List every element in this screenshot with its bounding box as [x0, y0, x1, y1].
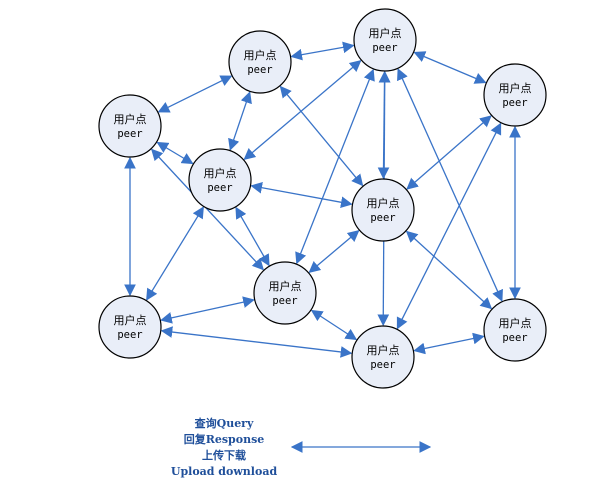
peer-node-10: 用户点 peer: [483, 298, 547, 362]
peer-node-circle: [353, 8, 417, 72]
edge-n4-n7: [235, 206, 270, 267]
edge-n6-n7: [308, 229, 360, 274]
peer-node-label: 用户点: [269, 279, 302, 293]
edge-n6-n10: [405, 230, 493, 310]
nodes-layer: 用户点 peer 用户点 peer 用户点 peer 用户点 peer 用户点 peer 用户点 pe…: [98, 8, 547, 389]
edges-layer: [124, 41, 521, 358]
edge-n2-n6: [279, 85, 364, 187]
peer-node-circle: [98, 94, 162, 158]
edge-n3-n7: [295, 68, 375, 265]
peer-node-label: 用户点: [499, 81, 532, 95]
edge-n9-n10: [413, 332, 485, 355]
peer-node-label: 用户点: [499, 316, 532, 330]
peer-node-9: 用户点 peer: [351, 325, 415, 389]
peer-node-label: 用户点: [204, 166, 237, 180]
peer-node-circle: [351, 325, 415, 389]
peer-node-1: 用户点 peer: [98, 94, 162, 158]
peer-node-circle: [351, 178, 415, 242]
peer-node-8: 用户点 peer: [98, 295, 162, 359]
peer-node-label: 用户点: [114, 313, 147, 327]
peer-node-circle: [188, 148, 252, 212]
edge-n2-n3: [290, 41, 355, 61]
peer-node-sublabel: peer: [272, 295, 297, 307]
edge-n5-n9: [396, 122, 502, 330]
peer-node-label: 用户点: [367, 343, 400, 357]
peer-node-circle: [483, 63, 547, 127]
legend-line-response: 回复Response: [184, 432, 265, 446]
peer-node-sublabel: peer: [207, 182, 232, 194]
edge-n5-n6: [406, 115, 492, 190]
peer-node-2: 用户点 peer: [228, 30, 292, 94]
peer-node-label: 用户点: [367, 196, 400, 210]
edge-n4-n6: [250, 181, 353, 209]
edge-n2-n1: [157, 75, 233, 113]
peer-node-3: 用户点 peer: [353, 8, 417, 72]
peer-node-label: 用户点: [114, 112, 147, 126]
edge-n2-n4: [228, 91, 252, 151]
peer-node-circle: [228, 30, 292, 94]
peer-node-4: 用户点 peer: [188, 148, 252, 212]
peer-node-sublabel: peer: [370, 359, 395, 371]
legend-line-upload-download-cn: 上传下载: [202, 448, 246, 462]
peer-node-7: 用户点 peer: [253, 261, 317, 325]
peer-node-sublabel: peer: [372, 42, 397, 54]
legend: 查询Query 回复Response 上传下载 Upload download: [171, 416, 432, 478]
peer-node-circle: [98, 295, 162, 359]
peer-node-5: 用户点 peer: [483, 63, 547, 127]
peer-node-6: 用户点 peer: [351, 178, 415, 242]
peer-node-sublabel: peer: [117, 329, 142, 341]
edge-n7-n9: [310, 309, 358, 341]
legend-line-query: 查询Query: [195, 416, 254, 430]
peer-node-label: 用户点: [369, 26, 402, 40]
peer-node-sublabel: peer: [502, 97, 527, 109]
legend-line-upload-download: Upload download: [171, 465, 278, 478]
peer-node-label: 用户点: [244, 48, 277, 62]
peer-node-sublabel: peer: [247, 64, 272, 76]
peer-node-sublabel: peer: [117, 128, 142, 140]
peer-node-sublabel: peer: [502, 332, 527, 344]
edge-n4-n8: [146, 206, 204, 301]
edge-n7-n8: [160, 296, 255, 324]
peer-node-circle: [483, 298, 547, 362]
peer-node-sublabel: peer: [370, 212, 395, 224]
edge-n3-n5: [413, 51, 487, 84]
peer-node-circle: [253, 261, 317, 325]
edge-n8-n9: [160, 326, 353, 358]
